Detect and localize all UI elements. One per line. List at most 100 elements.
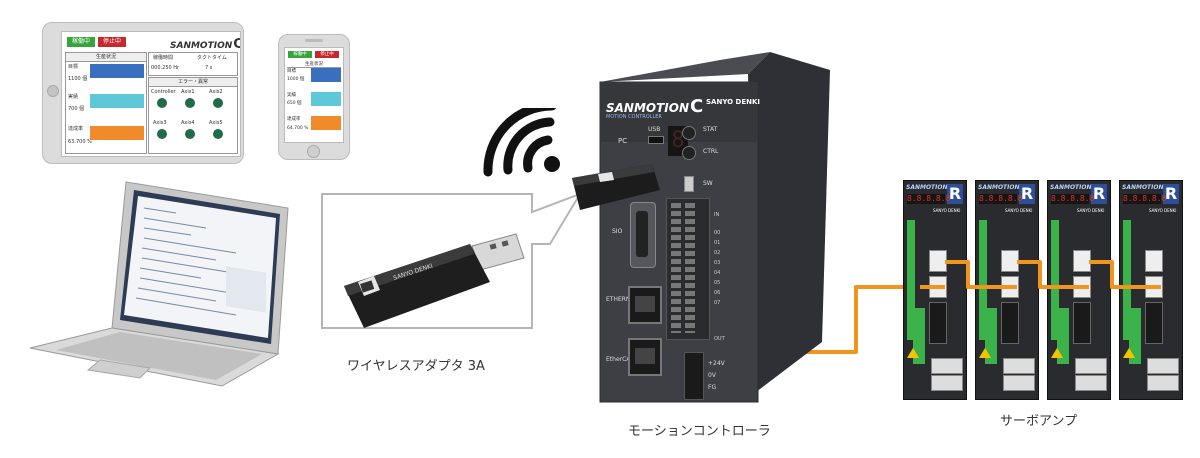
servo-brand: SANMOTION xyxy=(978,184,1020,191)
controller-caption: モーションコントローラ xyxy=(628,424,771,439)
servo-model-badge: R xyxy=(1163,184,1179,204)
servo-terminal-green[interactable] xyxy=(907,220,915,340)
power-labels: +24V 0V FG xyxy=(708,358,725,394)
tablet-alarm-lamp xyxy=(157,129,167,139)
tablet-home-button[interactable] xyxy=(47,85,59,97)
servo-io-connector[interactable] xyxy=(1003,375,1035,391)
phone-section-title: 生産状況 xyxy=(287,61,341,68)
servo-side-port[interactable] xyxy=(929,302,947,344)
wireless-adapter-image: SANYO DENKI xyxy=(344,233,525,328)
servo-connector-bottom[interactable] xyxy=(1073,276,1091,298)
servo-encoder-connector[interactable] xyxy=(1147,358,1179,374)
sio-serial-port[interactable] xyxy=(630,202,656,268)
phone-row3-title: 達成率 xyxy=(287,117,301,122)
mode-switch[interactable] xyxy=(684,176,694,192)
controller-brand-text: SANMOTION xyxy=(606,101,690,115)
tablet-stopped-button[interactable]: 停止中 xyxy=(98,37,126,47)
phone-stopped-button[interactable]: 停止中 xyxy=(315,51,339,58)
servo-connector-bottom[interactable] xyxy=(1001,276,1019,298)
servo-connector-top[interactable] xyxy=(1001,250,1019,272)
tablet-alarm-item-5: Axis5 xyxy=(209,120,223,126)
servo-side-port[interactable] xyxy=(1001,302,1019,344)
servo-amp-2: SANMOTION R 8.8.8.8.8 SANYO DENKI xyxy=(975,180,1041,400)
power-connector[interactable] xyxy=(684,352,704,400)
io-terminal-block[interactable] xyxy=(666,198,710,340)
tablet-col-b: タクトタイム xyxy=(197,55,227,61)
tablet-alarm-lamp xyxy=(213,129,223,139)
pc-port-label: PC xyxy=(618,137,628,145)
controller-model: MOTION CONTROLLER xyxy=(606,114,662,120)
io-label: 05 xyxy=(714,280,721,286)
servo-amp-caption: サーボアンプ xyxy=(1000,414,1078,429)
phone-home-button[interactable] xyxy=(307,145,320,158)
phone-stopped-label: 停止中 xyxy=(320,52,334,57)
tablet-alarm-item-3: Axis3 xyxy=(153,120,167,126)
servo-display: 8.8.8.8.8 xyxy=(979,194,1023,204)
phone-running-button[interactable]: 稼働中 xyxy=(288,51,312,58)
servo-io-connector[interactable] xyxy=(1147,375,1179,391)
tablet-row3-title: 達成率 xyxy=(68,126,84,132)
usb-port[interactable] xyxy=(648,136,664,144)
servo-io-connector[interactable] xyxy=(1075,375,1107,391)
servo-encoder-connector[interactable] xyxy=(1003,358,1035,374)
servo-side-port[interactable] xyxy=(1073,302,1091,344)
phone-row1-title: 目標 xyxy=(287,69,296,74)
servo-maker: SANYO DENKI xyxy=(1005,208,1033,213)
tablet-alarm-lamp xyxy=(157,98,167,108)
servo-encoder-connector[interactable] xyxy=(931,358,963,374)
tablet-row1-bar xyxy=(90,64,144,78)
tablet-col-b-value: 7 s xyxy=(205,65,213,71)
servo-connector-bottom[interactable] xyxy=(1145,276,1163,298)
tablet-col-a-value: 000.250 Hr xyxy=(151,65,180,71)
ethernet-label: ETHERNET xyxy=(606,296,638,303)
servo-maker: SANYO DENKI xyxy=(1077,208,1105,213)
tablet-row2-value: 700 個 xyxy=(68,106,85,112)
phone-running-label: 稼働中 xyxy=(293,52,307,57)
servo-display: 8.8.8.8.8 xyxy=(1123,194,1167,204)
tablet-stopped-label: 停止中 xyxy=(102,38,121,45)
phone-screen: 稼働中 停止中 生産状況 目標 1000 個 実績 650 個 達成率 64.7… xyxy=(284,47,344,143)
tablet-device: 稼働中 停止中 SANMOTIONC 生産状況 目標 1100 個 実績 700… xyxy=(42,22,244,164)
servo-amp-4: SANMOTION R 8.8.8.8.8 SANYO DENKI xyxy=(1119,180,1185,400)
tablet-brand: SANMOTIONC xyxy=(170,37,240,52)
warning-icon xyxy=(1123,348,1135,358)
servo-connector-bottom[interactable] xyxy=(929,276,947,298)
servo-side-port[interactable] xyxy=(1145,302,1163,344)
tablet-alarm-lamp xyxy=(185,98,195,108)
laptop-screen-code xyxy=(135,207,257,316)
servo-connector-top[interactable] xyxy=(1073,250,1091,272)
tablet-alarm-panel: エラー・異常 Controller Axis1 Axis2 Axis3 Axis… xyxy=(148,77,238,154)
switch-label: SW xyxy=(703,180,713,187)
tablet-row1-value: 1100 個 xyxy=(68,76,88,82)
tablet-row2-title: 実績 xyxy=(68,94,79,100)
servo-encoder-connector[interactable] xyxy=(1075,358,1107,374)
ethercat-port[interactable] xyxy=(628,338,662,376)
servo-display: 8.8.8.8.8 xyxy=(907,194,951,204)
servo-io-connector[interactable] xyxy=(931,375,963,391)
sio-label: SIO xyxy=(612,228,623,235)
controller-brand: SANMOTIONC xyxy=(606,96,703,117)
tablet-brand-suffix: C xyxy=(233,37,240,52)
io-label: 04 xyxy=(714,270,721,276)
tablet-running-button[interactable]: 稼働中 xyxy=(67,37,95,47)
tablet-production-panel: 生産状況 目標 1100 個 実績 700 個 達成率 63.700 % xyxy=(65,52,147,154)
usb-port-label: USB xyxy=(648,126,661,133)
servo-amp-3: SANMOTION R 8.8.8.8.8 SANYO DENKI xyxy=(1047,180,1113,400)
fg-label: FG xyxy=(708,384,717,391)
status-led xyxy=(682,126,696,140)
tablet-col-a: 稼働時間 xyxy=(153,55,174,61)
phone-row3-value: 64.700 % xyxy=(287,126,309,131)
warning-icon xyxy=(907,348,919,358)
ethercat-label: EtherCAT xyxy=(606,356,634,363)
ethernet-port[interactable] xyxy=(628,286,662,324)
io-label: 02 xyxy=(714,250,721,256)
tablet-row3-bar xyxy=(90,126,144,140)
tablet-alarm-item-4: Axis4 xyxy=(181,120,195,126)
controller-brand-suffix: C xyxy=(690,96,704,117)
servo-connector-top[interactable] xyxy=(929,250,947,272)
phone-row1-value: 1000 個 xyxy=(287,77,305,82)
status-label: STAT xyxy=(703,126,718,133)
servo-brand: SANMOTION xyxy=(1050,184,1092,191)
servo-connector-top[interactable] xyxy=(1145,250,1163,272)
servo-model-badge: R xyxy=(947,184,963,204)
